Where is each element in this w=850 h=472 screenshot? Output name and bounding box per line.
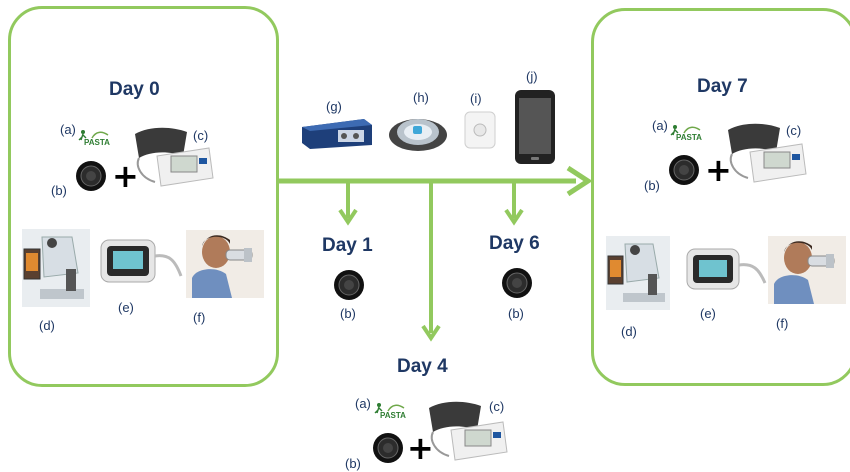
label-g: (g) [326, 99, 342, 114]
main-timeline-arrowhead [566, 165, 593, 197]
day4-pasta-logo-icon: PASTA [374, 402, 406, 422]
day7-label-c: (c) [786, 123, 802, 138]
day7-label-d: (d) [621, 324, 637, 339]
day7-plus: + [705, 151, 732, 189]
day7-pasta-logo-icon: PASTA [670, 124, 702, 144]
day7-box [591, 8, 850, 386]
label-h: (h) [413, 90, 429, 105]
day7-title: Day 7 [697, 76, 748, 97]
day0-label-c: (c) [193, 128, 209, 143]
day0-label-f: (f) [193, 310, 206, 325]
day1-title: Day 1 [322, 235, 373, 256]
day0-spirometry-person-icon [186, 230, 264, 298]
day7-activity-monitor-icon [669, 155, 699, 185]
day4-label-b: (b) [345, 456, 361, 471]
label-j: (j) [526, 69, 538, 84]
day4-blood-pressure-monitor-icon [429, 401, 508, 461]
label-i: (i) [470, 91, 482, 106]
day7-pasta-logo-text: PASTA [676, 133, 702, 142]
day0-title: Day 0 [109, 79, 160, 100]
day7-pulse-wave-device-icon [686, 248, 767, 290]
blue-recorder-box-icon [302, 119, 372, 149]
day7-label-b: (b) [644, 178, 660, 193]
day0-box [8, 6, 279, 387]
day0-plus: + [112, 157, 139, 195]
day0-label-a: (a) [60, 122, 76, 137]
day6-title: Day 6 [489, 233, 540, 254]
day0-pasta-logo-icon: PASTA [78, 129, 110, 149]
day4-title: Day 4 [397, 356, 448, 377]
day4-label-c: (c) [489, 399, 505, 414]
day4-pasta-logo-text: PASTA [380, 411, 406, 420]
small-sensor-icon [464, 111, 496, 149]
day0-pulse-wave-device-icon [100, 239, 183, 283]
day0-label-b: (b) [51, 183, 67, 198]
day0-blood-pressure-monitor-icon [135, 127, 214, 187]
day0-activity-monitor-icon [76, 161, 106, 191]
day0-retinal-camera-icon [22, 229, 90, 307]
day4-activity-monitor-icon [373, 433, 403, 463]
wrist-device-icon [389, 119, 447, 151]
day7-blood-pressure-monitor-icon [728, 123, 807, 183]
day0-label-d: (d) [39, 318, 55, 333]
day4-label-a: (a) [355, 396, 371, 411]
day6-arrowhead [504, 208, 524, 226]
smartphone-icon [515, 90, 555, 164]
day7-spirometry-person-icon [768, 236, 846, 304]
day0-label-e: (e) [118, 300, 134, 315]
day0-pasta-logo-text: PASTA [84, 138, 110, 147]
day1-label-b: (b) [340, 306, 356, 321]
day1-arrowhead [338, 208, 358, 226]
day4-arrowhead [421, 324, 441, 342]
day7-label-f: (f) [776, 316, 789, 331]
day6-activity-monitor-icon [502, 268, 532, 298]
day7-label-e: (e) [700, 306, 716, 321]
day1-activity-monitor-icon [334, 270, 364, 300]
day7-label-a: (a) [652, 118, 668, 133]
day4-plus: + [407, 429, 434, 467]
day7-retinal-camera-icon [606, 236, 670, 310]
day6-label-b: (b) [508, 306, 524, 321]
